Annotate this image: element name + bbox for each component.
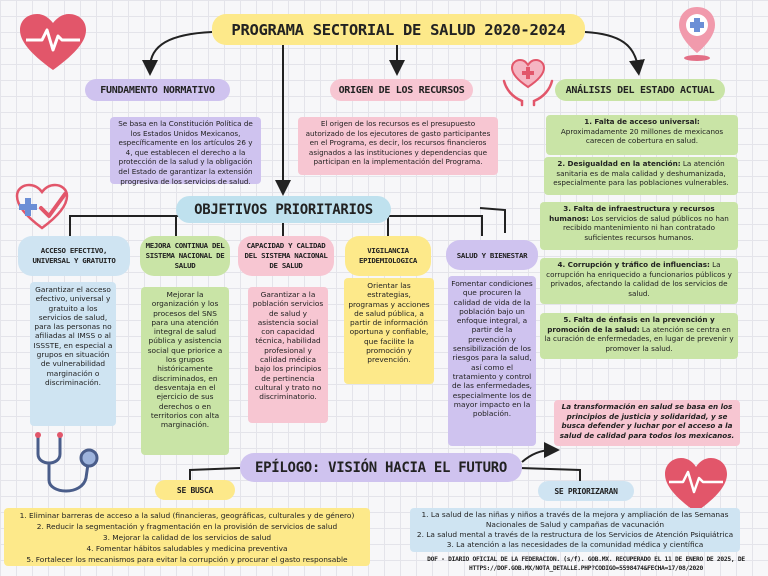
list-item: 2. Reducir la segmentación y fragmentaci… <box>36 522 338 531</box>
epilogo-right-line <box>519 467 581 482</box>
hands-heart-icon <box>502 58 554 107</box>
analisis-item-1: 1. Falta de acceso universal: Aproximada… <box>546 115 738 155</box>
objetivo-5-title: SALUD Y BIENESTAR <box>446 240 538 270</box>
heart-ecg-icon <box>665 458 727 512</box>
arrow-to-quote <box>521 442 560 463</box>
analisis-item-label: 3. Falta de infraestructura y recursos h… <box>549 204 715 223</box>
objetivo-2-title: MEJORA CONTINUA DEL SISTEMA NACIONAL DE … <box>140 236 230 276</box>
list-item: 3. Mejorar la calidad de los servicios d… <box>102 533 272 542</box>
epilogo-left-line <box>189 467 241 480</box>
objetivo-4-title: VIGILANCIA EPIDEMIOLOGICA <box>345 236 431 276</box>
objetivo-1-text: Garantizar el acceso efectivo, universal… <box>30 282 116 426</box>
reference-text: DOF - DIARIO OFICIAL DE LA FEDERACION. (… <box>427 556 745 572</box>
list-item: 2. La salud mental a través de la restru… <box>416 530 734 539</box>
stethoscope-icon <box>35 432 99 493</box>
analisis-item-label: 5. Falta de énfasis en la prevención y p… <box>547 315 715 334</box>
origen-text: El origen de los recursos es el presupue… <box>298 117 498 175</box>
objetivo-3-title: CAPACIDAD Y CALIDAD DEL SISTEMA NACIONAL… <box>238 236 334 276</box>
list-item: 5. Fortalecer los mecanismos para evitar… <box>26 555 348 564</box>
obj-branch-right <box>479 207 506 233</box>
analisis-item-label: 2. Desigualdad en la atención: <box>557 159 681 168</box>
objetivo-3-text: Garantizar a la población servicios de s… <box>248 287 328 423</box>
page-title: PROGRAMA SECTORIAL DE SALUD 2020-2024 <box>212 14 585 45</box>
fundamento-text: Se basa en la Constitución Política de l… <box>110 117 261 186</box>
analisis-item-label: 1. Falta de acceso universal: <box>584 117 700 126</box>
fundamento-title: FUNDAMENTO NORMATIVO <box>85 79 230 101</box>
analisis-item-3: 3. Falta de infraestructura y recursos h… <box>540 202 738 250</box>
se-busca-list: 1. Eliminar barreras de acceso a la salu… <box>4 508 370 566</box>
analisis-title: ANÁLISIS DEL ESTADO ACTUAL <box>555 79 725 101</box>
analisis-item-text: La atención sanitaria es de mala calidad… <box>553 159 729 188</box>
list-item: 1. La salud de las niñas y niños a travé… <box>421 510 729 529</box>
se-priorizaran-title: SE PRIORIZARAN <box>538 481 634 501</box>
analisis-item-2: 2. Desigualdad en la atención: La atenci… <box>544 157 738 195</box>
location-cross-icon <box>679 7 715 61</box>
objetivo-4-text: Orientar las estrategias, programas y ac… <box>344 278 434 384</box>
arrow-to-analisis <box>584 31 645 76</box>
objetivo-1-title: ACCESO EFECTIVO, UNIVERSAL Y GRATUITO <box>18 236 130 276</box>
epilogo-title: EPÍLOGO: VISIÓN HACIA EL FUTURO <box>240 453 522 482</box>
analisis-item-4: 4. Corrupción y tráfico de influencias: … <box>540 258 738 304</box>
objetivo-5-text: Fomentar condiciones que procuren la cal… <box>448 276 536 446</box>
se-busca-title: SE BUSCA <box>155 480 235 500</box>
analisis-item-text: Aproximadamente 20 millones de mexicanos… <box>560 126 724 146</box>
heart-check-icon <box>15 183 69 230</box>
arrow-to-fundamento <box>142 31 213 76</box>
heart-pulse-icon <box>20 14 86 70</box>
analisis-item-text: La atención se centra en la curación de … <box>544 324 734 353</box>
list-item: 4. Fomentar hábitos saludables y medicin… <box>86 544 288 553</box>
objetivo-2-text: Mejorar la organización y los procesos d… <box>141 287 229 455</box>
list-item: 1. Eliminar barreras de acceso a la salu… <box>19 511 355 520</box>
analisis-item-label: 4. Corrupción y tráfico de influencias: <box>557 260 710 269</box>
origen-title: ORIGEN DE LOS RECURSOS <box>330 79 473 101</box>
analisis-item-text: La corrupción ha enriquecido a funcionar… <box>546 260 732 298</box>
quote-text: La transformación en salud se basa en lo… <box>554 400 740 446</box>
analisis-item-text: Los servicios de salud públicos no han r… <box>562 213 729 242</box>
objetivos-title: OBJETIVOS PRIORITARIOS <box>176 196 391 223</box>
se-priorizaran-list: 1. La salud de las niñas y niños a travé… <box>410 508 740 552</box>
analisis-item-5: 5. Falta de énfasis en la prevención y p… <box>540 313 738 359</box>
list-item: 3. La atención a las necesidades de la c… <box>446 540 704 549</box>
